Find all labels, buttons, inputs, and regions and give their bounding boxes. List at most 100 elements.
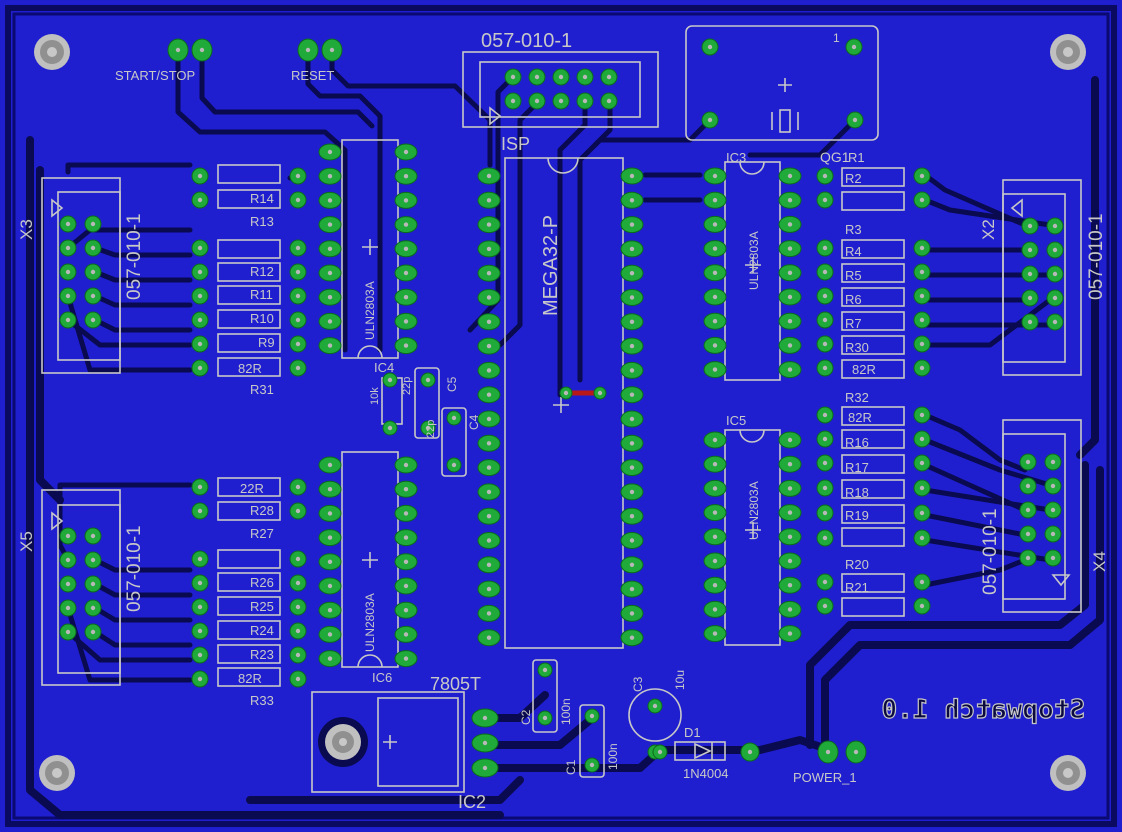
drill-hole (787, 222, 793, 227)
label-c5-value: 22p (401, 377, 413, 395)
label-r23: R23 (250, 647, 274, 662)
drill-hole (403, 270, 409, 276)
drill-hole (403, 608, 409, 613)
drill-hole (822, 436, 828, 442)
drill-hole (197, 604, 203, 610)
label-82r-lb: 82R (238, 671, 262, 686)
drill-hole (197, 556, 203, 562)
drill-hole (787, 198, 793, 203)
label-x3-part: 057-010-1 (124, 213, 145, 300)
drill-hole (853, 749, 859, 755)
drill-hole (1027, 319, 1033, 325)
label-x2: X2 (979, 219, 998, 240)
label-r3: R3 (845, 222, 862, 237)
drill-hole (65, 605, 71, 611)
drill-hole (1025, 483, 1031, 489)
drill-hole (403, 511, 409, 516)
silkscreen-labels: START/STOP RESET 057-010-1 ISP 1 QG1 MEG… (17, 30, 1109, 812)
label-r31: R31 (250, 382, 274, 397)
drill-hole (629, 173, 635, 179)
label-c3: C3 (631, 676, 645, 692)
drill-hole (403, 246, 409, 251)
drill-hole (1027, 271, 1033, 277)
drill-hole (65, 221, 71, 227)
drill-hole (295, 580, 301, 586)
label-c1: C1 (564, 759, 578, 775)
label-x2-part: 057-010-1 (1086, 213, 1107, 300)
drill-hole (403, 583, 409, 589)
label-r17: R17 (845, 460, 869, 475)
drill-hole (919, 460, 925, 466)
drill-hole (1052, 223, 1058, 229)
label-c2-value: 100n (559, 698, 573, 725)
drill-hole (65, 293, 71, 299)
drill-hole (629, 562, 635, 567)
drill-hole (329, 47, 335, 53)
drill-hole (510, 98, 516, 104)
drill-hole (919, 510, 925, 516)
label-82r-rb: 82R (848, 410, 872, 425)
drill-hole (629, 416, 635, 422)
label-mcu: MEGA32-P (540, 215, 562, 316)
drill-hole (327, 295, 333, 300)
drill-hole (712, 294, 718, 300)
label-reset: RESET (291, 68, 334, 83)
label-regulator-ref: IC2 (458, 792, 486, 812)
drill-hole (712, 367, 718, 372)
drill-hole (629, 246, 635, 252)
drill-hole (787, 607, 793, 612)
drill-hole (1052, 319, 1058, 325)
drill-hole (327, 174, 333, 179)
drill-hole (787, 437, 793, 443)
drill-hole (919, 317, 925, 323)
drill-hole (90, 557, 96, 563)
label-c3-value: 10u (673, 670, 687, 690)
drill-hole (295, 508, 301, 514)
drill-hole (327, 222, 333, 227)
drill-hole (597, 390, 603, 396)
drill-hole (327, 198, 333, 203)
drill-hole (822, 365, 828, 371)
drill-hole (822, 579, 828, 585)
drill-hole (327, 462, 333, 468)
drill-hole (65, 317, 71, 323)
drill-hole (851, 44, 857, 50)
label-ic6: IC6 (372, 670, 392, 685)
drill-hole (90, 317, 96, 323)
drill-hole (707, 44, 713, 50)
drill-hole (657, 749, 663, 755)
drill-hole (403, 222, 409, 227)
drill-hole (787, 486, 793, 491)
drill-hole (295, 245, 301, 251)
drill-hole (852, 117, 858, 123)
label-ic3: IC3 (726, 150, 746, 165)
drill-hole (197, 676, 203, 682)
drill-hole (629, 319, 635, 324)
drill-hole (486, 173, 492, 179)
drill-hole (295, 293, 301, 299)
drill-hole (822, 293, 828, 299)
drill-hole (712, 319, 718, 324)
drill-hole (295, 269, 301, 275)
drill-hole (629, 586, 635, 592)
label-r9: R9 (258, 335, 275, 350)
drill-hole (327, 608, 333, 613)
label-r1: R1 (848, 150, 865, 165)
label-x5: X5 (17, 531, 36, 552)
drill-hole (295, 365, 301, 371)
drill-hole (606, 98, 612, 104)
drill-hole (486, 246, 492, 252)
drill-hole (558, 74, 564, 80)
drill-hole (919, 535, 925, 541)
drill-hole (65, 533, 71, 539)
drill-hole (327, 511, 333, 516)
drill-hole (919, 197, 925, 203)
drill-hole (295, 628, 301, 634)
drill-hole (90, 293, 96, 299)
drill-hole (919, 603, 925, 609)
mounting-hole-tr (1050, 34, 1086, 70)
drill-hole (65, 557, 71, 563)
label-crystal: QG1 (820, 149, 850, 165)
drill-hole (65, 269, 71, 275)
label-r32: R32 (845, 390, 869, 405)
